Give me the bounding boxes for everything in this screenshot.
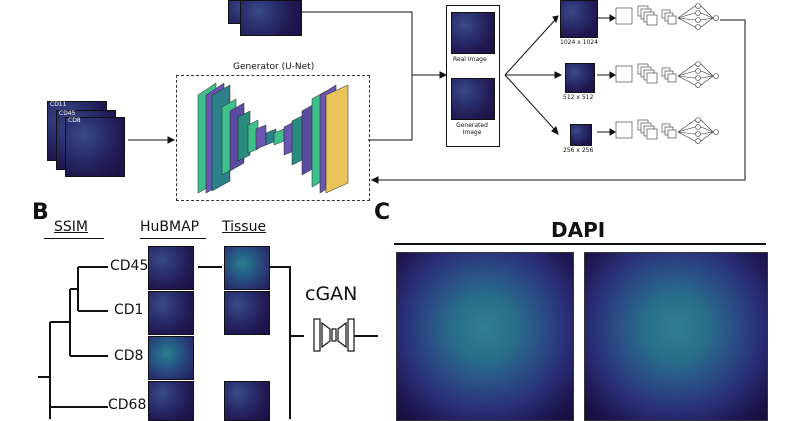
hubmap-tile-cd45 [148,246,194,290]
stack-label-cd8: CD8 [68,117,81,124]
cgan-icon [313,318,355,352]
scale-label-256: 256 x 256 [563,147,594,154]
hubmap-tile-cd1 [148,291,194,335]
tissue-header: Tissue [222,219,267,235]
ssim-dendrogram [38,266,108,419]
connector-lines-top [128,11,746,184]
scale-tile-256 [570,124,592,146]
marker-cd1: CD1 [114,302,144,318]
panel-b-connectors [198,266,378,419]
panel-b-letter: B [32,200,49,225]
discriminator-networks [615,3,719,144]
generator-box [176,75,370,201]
input-tile-cd8 [65,117,125,177]
generated-image-tile [451,78,495,120]
scale-label-512: 512 x 512 [563,94,594,101]
ssim-rule [44,238,104,239]
real-image-tile [451,12,495,54]
dapi-image-right [584,252,768,421]
generated-image-label: Generated Image [456,122,488,136]
dapi-image-left [396,252,574,421]
ssim-header: SSIM [54,219,88,235]
stack-label-cd11: CD11 [50,101,67,108]
scale-tile-512 [565,63,595,93]
generator-label: Generator (U-Net) [233,62,315,72]
marker-cd68: CD68 [108,397,147,413]
tissue-tile-cd45 [224,246,270,290]
scale-label-1024: 1024 x 1024 [560,39,598,46]
hubmap-header: HuBMAP [140,219,200,235]
stack-label-cd45: CD45 [59,110,76,117]
scale-tile-1024 [560,0,598,38]
hubmap-rule [140,238,206,239]
hubmap-tile-cd8 [148,336,194,380]
unet-diagram [197,82,349,194]
dapi-title-rule [394,243,766,245]
hubmap-tile-cd68 [148,381,194,421]
tissue-tile-cd1 [224,291,270,335]
dapi-title: DAPI [551,218,606,242]
cgan-label: cGAN [305,283,358,305]
real-image-label: Real Image [453,56,487,63]
marker-cd45: CD45 [110,258,149,274]
marker-cd8: CD8 [114,348,144,364]
panel-c-letter: C [374,200,391,225]
top-input-tile [240,0,302,36]
